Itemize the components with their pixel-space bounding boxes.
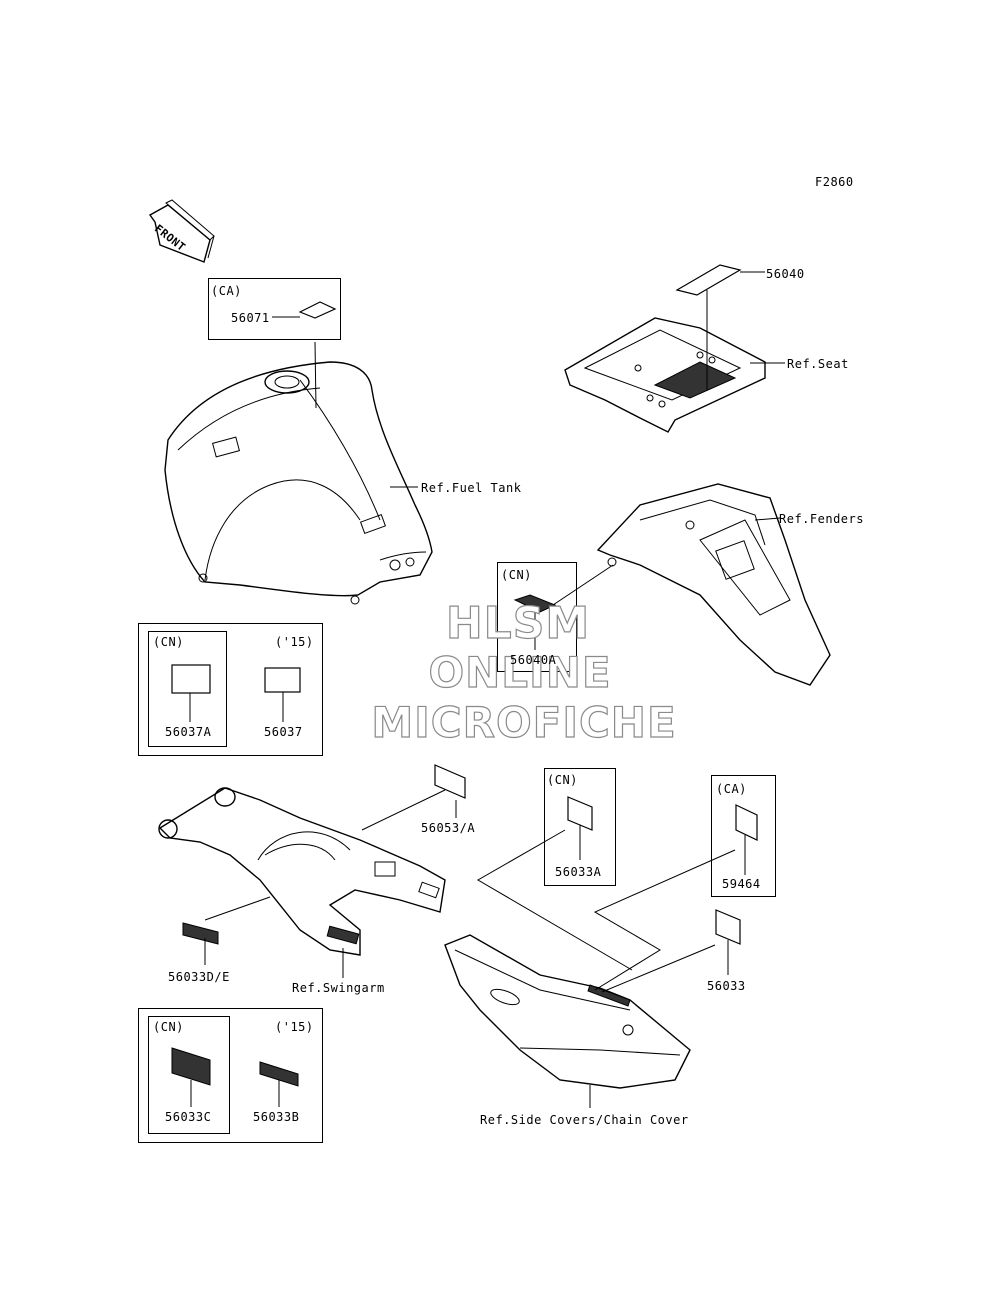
box-cn-decal: [171, 664, 211, 694]
side-ca-tag: (CA): [716, 782, 747, 796]
left-top-inner-box: [148, 631, 227, 747]
ref-fuel-tank[interactable]: Ref.Fuel Tank: [421, 481, 522, 495]
watermark-line3: MICROFICHE: [371, 697, 677, 747]
rear-fender-drawing: [596, 483, 831, 686]
swingarm-drawing: [158, 787, 446, 956]
part-56040a[interactable]: 56040A: [510, 653, 557, 667]
rear-cn-tag: (CN): [501, 568, 532, 582]
ref-fenders[interactable]: Ref.Fenders: [779, 512, 864, 526]
watermark-line1: HLSM: [445, 597, 591, 649]
side-cover-decal: [715, 909, 741, 945]
ref-swingarm[interactable]: Ref.Swingarm: [292, 981, 385, 995]
part-56033[interactable]: 56033: [707, 979, 746, 993]
part-56037a[interactable]: 56037A: [165, 725, 212, 739]
part-56033c[interactable]: 56033C: [165, 1110, 212, 1124]
box-bottom-15-decal: [259, 1061, 299, 1087]
left-bottom-15-tag: ('15): [275, 1020, 314, 1034]
fuel-tank-ca-box: [208, 278, 341, 340]
part-56040[interactable]: 56040: [766, 267, 805, 281]
side-covers-drawing: [444, 934, 691, 1089]
ref-seat[interactable]: Ref.Seat: [787, 357, 849, 371]
swingarm-lower-decal: [182, 922, 219, 945]
left-bottom-cn-tag: (CN): [153, 1020, 184, 1034]
fuel-tank-ca-tag: (CA): [211, 284, 242, 298]
ref-side-covers[interactable]: Ref.Side Covers/Chain Cover: [480, 1113, 689, 1127]
seat-decal: [675, 264, 742, 296]
box-15-decal: [264, 667, 301, 693]
left-top-15-tag: ('15): [275, 635, 314, 649]
box-bottom-cn-decal: [171, 1047, 211, 1086]
part-56071[interactable]: 56071: [231, 311, 270, 325]
left-bottom-outer-box: [138, 1008, 323, 1143]
watermark-line2: ONLINE: [428, 647, 612, 697]
part-56037[interactable]: 56037: [264, 725, 303, 739]
side-ca-box: [711, 775, 776, 897]
side-cn-tag: (CN): [547, 773, 578, 787]
side-cn-box: [544, 768, 616, 886]
left-bottom-inner-box: [148, 1016, 230, 1134]
part-56053-a[interactable]: 56053/A: [421, 821, 476, 835]
diagram-code: F2860: [815, 175, 854, 189]
part-56033a[interactable]: 56033A: [555, 865, 602, 879]
side-ca-decal: [735, 804, 758, 841]
fuel-tank-decal: [298, 301, 337, 319]
part-56033b[interactable]: 56033B: [253, 1110, 300, 1124]
front-arrow-icon: [148, 199, 215, 263]
part-56033d-e[interactable]: 56033D/E: [168, 970, 230, 984]
fender-cn-decal: [513, 594, 557, 613]
fuel-tank-drawing: [164, 361, 433, 605]
side-cn-decal: [567, 796, 593, 831]
seat-drawing: [564, 317, 766, 433]
swingarm-upper-decal: [434, 764, 466, 799]
rear-cn-box: [497, 562, 577, 672]
left-top-cn-tag: (CN): [153, 635, 184, 649]
part-59464[interactable]: 59464: [722, 877, 761, 891]
left-top-outer-box: [138, 623, 323, 756]
